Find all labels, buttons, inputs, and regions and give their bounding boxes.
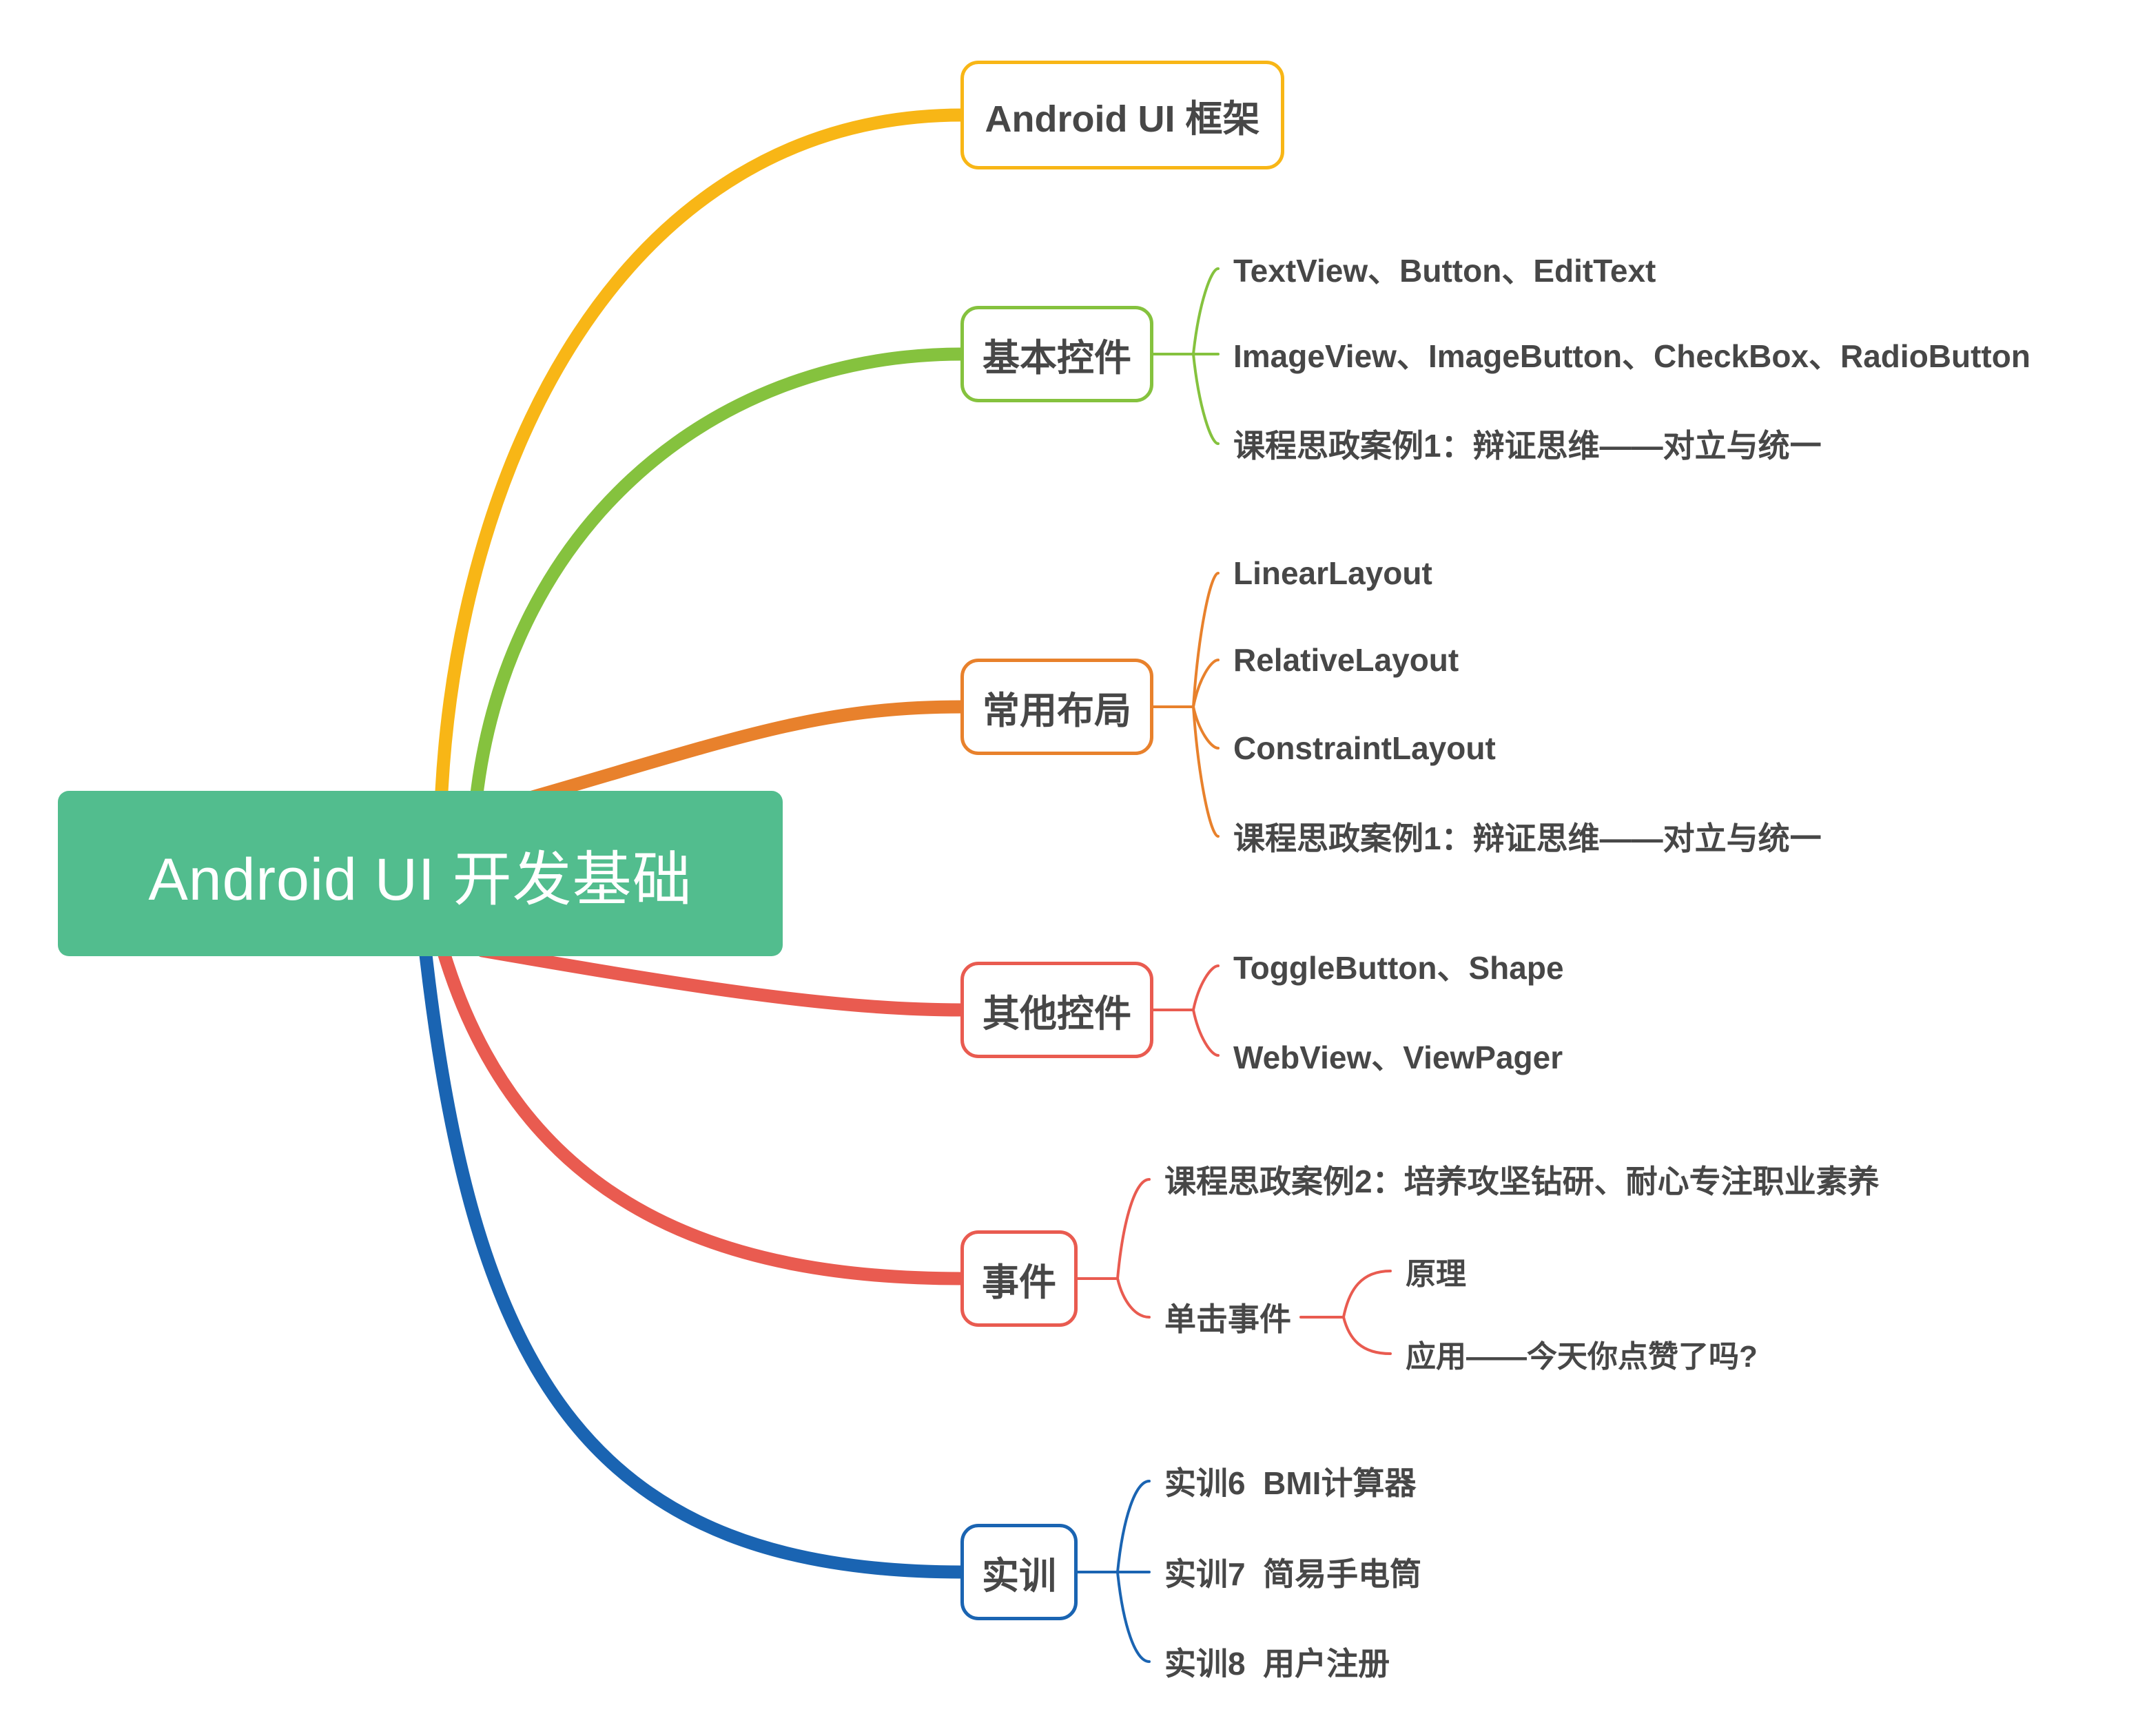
child-connector-other-widgets-0 bbox=[1192, 964, 1220, 1011]
branch-curve-common-layouts bbox=[506, 700, 969, 809]
branch-curve-events bbox=[438, 948, 969, 1285]
branch-node-basic-widgets[interactable]: 基本控件 bbox=[960, 306, 1153, 402]
branch-node-android-ui-frame[interactable]: Android UI 框架 bbox=[960, 61, 1284, 169]
branch-curve-practice bbox=[419, 948, 969, 1579]
branch-node-practice[interactable]: 实训 bbox=[960, 1524, 1078, 1620]
child-connector-other-widgets-1 bbox=[1192, 1009, 1220, 1057]
child-label-common-layouts-1[interactable]: RelativeLayout bbox=[1233, 642, 1459, 678]
child-label-basic-widgets-1[interactable]: ImageView、ImageButton、CheckBox、RadioButt… bbox=[1233, 338, 2030, 374]
child-label-common-layouts-2[interactable]: ConstraintLayout bbox=[1233, 730, 1496, 766]
child-connector-common-layouts-1 bbox=[1192, 659, 1220, 708]
child-label-common-layouts-3[interactable]: 课程思政案例1：辩证思维——对立与统一 bbox=[1233, 820, 1822, 856]
child-label-basic-widgets-0[interactable]: TextView、Button、EditText bbox=[1233, 253, 1656, 289]
root-node[interactable]: Android UI 开发基础 bbox=[58, 791, 783, 956]
child-label-other-widgets-1[interactable]: WebView、ViewPager bbox=[1233, 1040, 1563, 1075]
child-label-practice-1[interactable]: 实训7 简易手电筒 bbox=[1164, 1556, 1422, 1592]
child-connector-basic-widgets-2 bbox=[1192, 353, 1220, 445]
subchild-connector-events-0 bbox=[1342, 1270, 1392, 1319]
branch-node-events[interactable]: 事件 bbox=[960, 1230, 1078, 1327]
child-connector-common-layouts-0 bbox=[1192, 572, 1220, 708]
child-connector-practice-0 bbox=[1116, 1480, 1151, 1573]
child-label-basic-widgets-2[interactable]: 课程思政案例1：辩证思维——对立与统一 bbox=[1233, 428, 1822, 464]
subchild-label-events-1[interactable]: 应用——今天你点赞了吗? bbox=[1406, 1340, 1758, 1374]
branch-node-common-layouts[interactable]: 常用布局 bbox=[960, 659, 1153, 755]
child-connector-events-1 bbox=[1116, 1277, 1151, 1319]
child-label-events-0[interactable]: 课程思政案例2：培养攻坚钻研、耐心专注职业素养 bbox=[1164, 1164, 1880, 1199]
child-connector-events-0 bbox=[1116, 1178, 1151, 1280]
branch-curve-other-widgets bbox=[475, 944, 969, 1017]
child-connector-basic-widgets-0 bbox=[1192, 267, 1220, 355]
child-connector-practice-2 bbox=[1116, 1571, 1151, 1663]
child-label-practice-0[interactable]: 实训6 BMI计算器 bbox=[1164, 1465, 1417, 1501]
branch-curve-android-ui-frame bbox=[434, 108, 969, 813]
child-label-events-1[interactable]: 单击事件 bbox=[1164, 1301, 1291, 1337]
subchild-connector-events-1 bbox=[1342, 1316, 1392, 1355]
child-label-other-widgets-0[interactable]: ToggleButton、Shape bbox=[1233, 950, 1564, 986]
child-label-common-layouts-0[interactable]: LinearLayout bbox=[1233, 555, 1432, 591]
branch-curve-basic-widgets bbox=[469, 347, 969, 813]
child-label-practice-2[interactable]: 实训8 用户注册 bbox=[1164, 1646, 1390, 1682]
child-connector-common-layouts-3 bbox=[1192, 705, 1220, 838]
subchild-label-events-0[interactable]: 原理 bbox=[1406, 1257, 1466, 1291]
branch-node-other-widgets[interactable]: 其他控件 bbox=[960, 962, 1153, 1058]
